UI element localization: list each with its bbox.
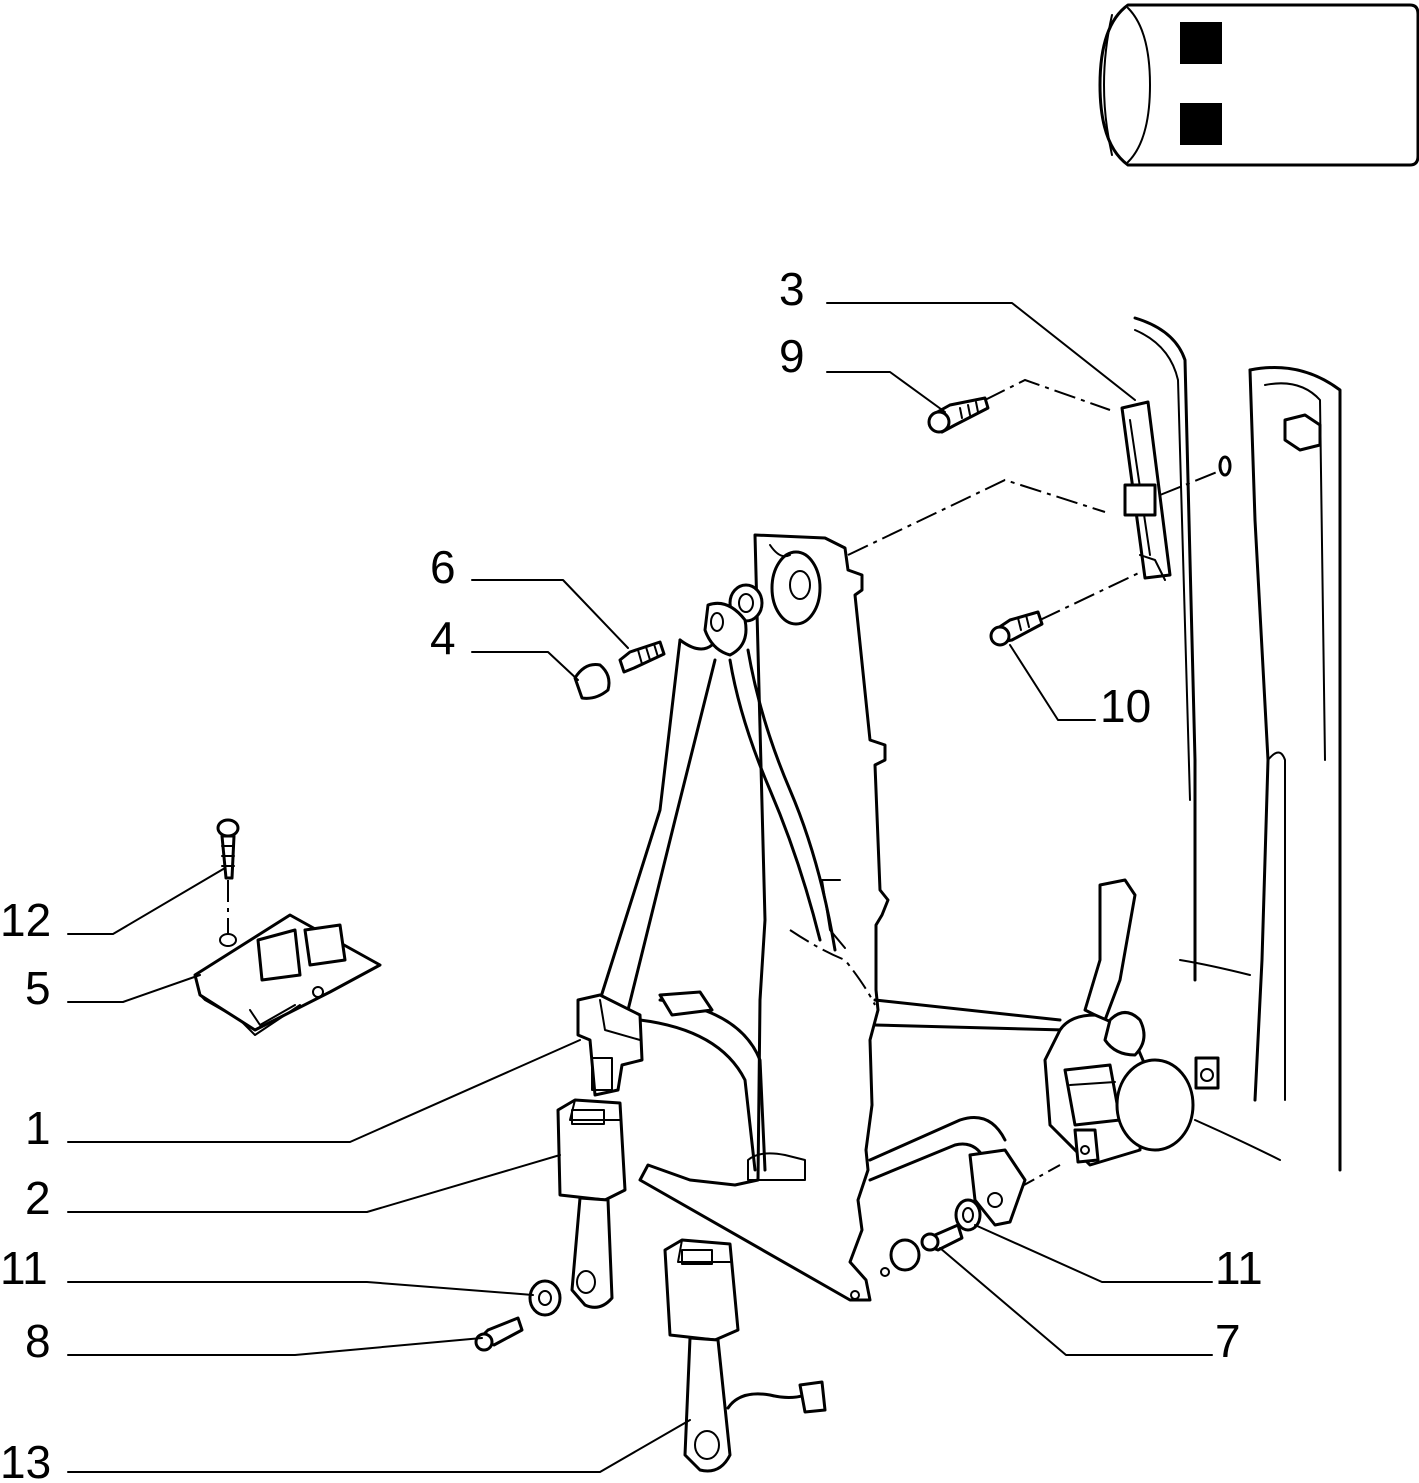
retractor-unit xyxy=(1043,878,1195,1167)
bolt-10 xyxy=(989,610,1044,647)
belt-webbing xyxy=(598,601,1067,1182)
leader-13 xyxy=(67,1419,691,1473)
seat-buckle-2 xyxy=(556,1098,627,1309)
assembly-line-10 xyxy=(1039,569,1146,621)
leader-2 xyxy=(67,1154,561,1213)
bolt-9 xyxy=(927,396,990,434)
callout-4: 4 xyxy=(430,612,456,664)
callout-12: 12 xyxy=(0,894,51,946)
door-frame xyxy=(1133,316,1342,1172)
leader-10 xyxy=(1009,644,1096,721)
assembly-line-washer xyxy=(1159,469,1223,496)
callout-13: 13 xyxy=(0,1436,51,1483)
callout-6: 6 xyxy=(430,541,456,593)
seat-buckle-13 xyxy=(663,1238,827,1473)
leader-12 xyxy=(67,867,226,935)
seat-marker-rear-icon xyxy=(1180,103,1222,145)
leader-lines xyxy=(67,302,1213,1473)
upper-anchor-bolt-6 xyxy=(618,640,666,674)
buckle-tongue-1 xyxy=(576,990,714,1097)
leader-11-right xyxy=(974,1224,1213,1283)
callout-10: 10 xyxy=(1100,680,1151,732)
bolt-7 xyxy=(920,1223,964,1252)
callout-1: 1 xyxy=(25,1102,51,1154)
screw-12 xyxy=(216,818,240,947)
leader-8 xyxy=(67,1337,483,1356)
washer-11-right xyxy=(954,1198,982,1232)
bolt-cover-cap xyxy=(889,1238,921,1272)
assembly-line-9 xyxy=(984,378,1111,411)
leader-7 xyxy=(939,1247,1213,1356)
belt-sensor-5 xyxy=(193,913,382,1036)
lower-anchor-plate xyxy=(968,1148,1027,1227)
washer-11-left xyxy=(528,1279,562,1317)
vehicle-position-icon xyxy=(1098,3,1419,167)
height-adjuster-rail xyxy=(1120,400,1172,581)
leader-5 xyxy=(67,974,201,1003)
callout-11-left: 11 xyxy=(0,1242,48,1294)
leader-9 xyxy=(826,371,946,413)
bolt-8 xyxy=(474,1316,524,1352)
callout-7: 7 xyxy=(1215,1315,1241,1367)
leader-6 xyxy=(471,579,629,649)
callout-5: 5 xyxy=(25,962,51,1014)
cover-cap-4 xyxy=(573,663,611,700)
leader-3 xyxy=(826,302,1136,401)
callout-9: 9 xyxy=(779,330,805,382)
callout-2: 2 xyxy=(25,1172,51,1224)
callout-8: 8 xyxy=(25,1315,51,1367)
rail-washer xyxy=(1218,455,1232,477)
seat-marker-front-icon xyxy=(1180,22,1222,64)
leader-1 xyxy=(67,1039,581,1143)
callout-11-right: 11 xyxy=(1215,1242,1263,1294)
leader-11-left xyxy=(67,1281,534,1296)
callout-3: 3 xyxy=(779,263,805,315)
assembly-line-rail xyxy=(847,478,1106,556)
leader-4 xyxy=(471,651,579,681)
